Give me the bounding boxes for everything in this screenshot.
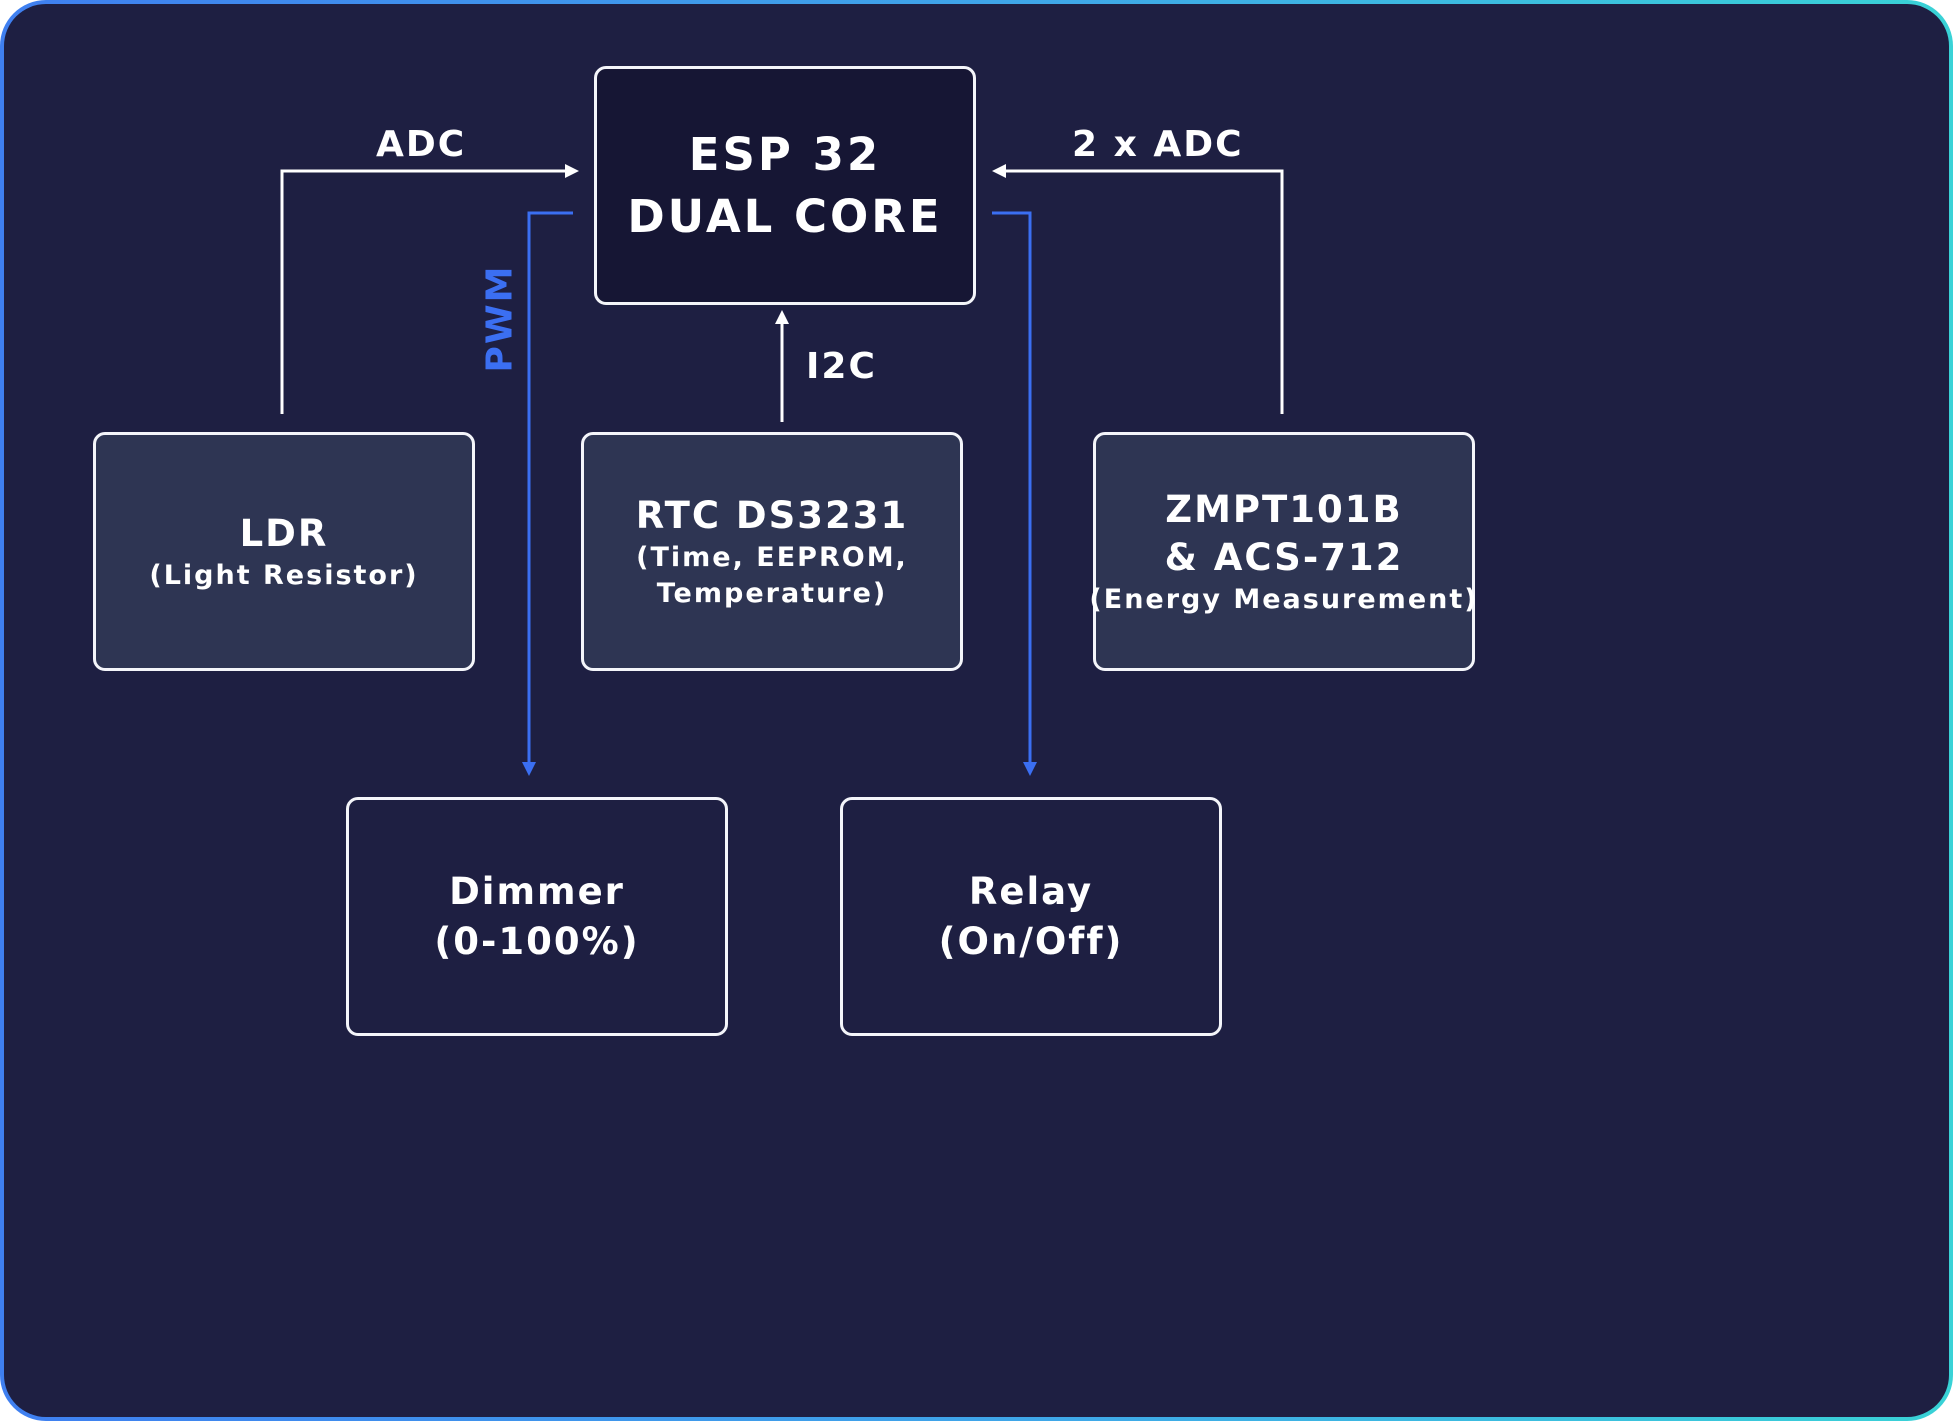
edge-label-adc: ADC [376,124,467,165]
edge-label-i2c: I2C [806,346,877,387]
node-rtc-subtitle-line-1: (Time, EEPROM, [636,541,908,573]
arrowhead-esp32-to-relay [1023,762,1037,776]
node-ldr: LDR (Light Resistor) [93,432,475,671]
node-relay-line-1: Relay [968,869,1094,913]
node-energy-subtitle: (Energy Measurement) [1089,583,1479,615]
wire-ldr-to-esp32 [280,169,567,414]
edge-label-pwm: PWM [479,264,521,373]
node-rtc: RTC DS3231 (Time, EEPROM, Temperature) [581,432,963,671]
node-esp32-line-1: ESP 32 [688,127,882,181]
node-relay-line-2: (On/Off) [938,919,1124,963]
node-esp32: ESP 32 DUAL CORE [594,66,976,305]
arrowhead-rtc-to-esp32 [775,310,789,324]
node-ldr-title: LDR [239,511,329,555]
arrowhead-ldr-to-esp32 [565,164,579,178]
node-dimmer: Dimmer (0-100%) [346,797,728,1036]
node-energy-title-line-2: & ACS-712 [1164,535,1404,579]
node-energy-title-line-1: ZMPT101B [1165,487,1403,531]
wire-esp32-to-dimmer [527,211,573,764]
node-dimmer-line-1: Dimmer [449,869,625,913]
diagram-canvas: ADC 2 x ADC I2C PWM ESP 32 DUAL CORE LDR… [4,4,1949,1417]
node-energy: ZMPT101B & ACS-712 (Energy Measurement) [1089,432,1477,671]
node-relay: Relay (On/Off) [840,797,1222,1036]
node-rtc-title: RTC DS3231 [635,493,909,537]
arrowhead-energy-to-esp32 [992,164,1006,178]
node-esp32-line-2: DUAL CORE [627,189,943,243]
edge-label-2x-adc: 2 x ADC [1072,124,1244,165]
node-rtc-subtitle-line-2: Temperature) [656,577,888,609]
wire-energy-to-esp32 [1004,169,1284,414]
connector-wires [280,164,1284,776]
node-dimmer-line-2: (0-100%) [434,919,640,963]
node-ldr-subtitle: (Light Resistor) [149,559,419,591]
wire-esp32-to-relay [992,211,1032,764]
arrowhead-esp32-to-dimmer [522,762,536,776]
